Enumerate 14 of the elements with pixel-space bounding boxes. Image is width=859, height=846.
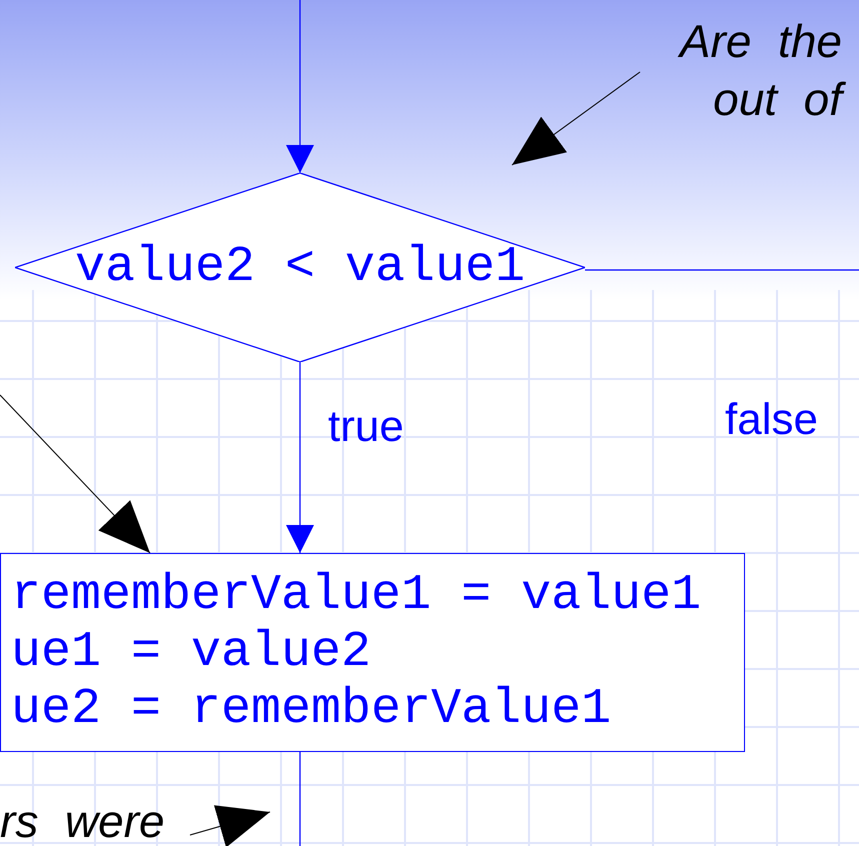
edge-label: true [328, 405, 404, 449]
leader-arrow [190, 805, 270, 846]
condition-text: value2 < value1 [74, 242, 526, 292]
arrow [286, 362, 314, 553]
arrow [286, 0, 314, 173]
code-line: rememberValue1 = value1 [11, 567, 702, 624]
decision-diamond [15, 173, 585, 362]
process-box [0, 553, 745, 752]
code-line: ue2 = rememberValue1 [11, 681, 612, 738]
note-text: rs were [0, 792, 190, 844]
leader-arrow [512, 72, 640, 166]
code-line: ue1 = value2 [11, 624, 372, 681]
edge-label: false [725, 398, 818, 442]
leader-arrow [0, 394, 150, 554]
